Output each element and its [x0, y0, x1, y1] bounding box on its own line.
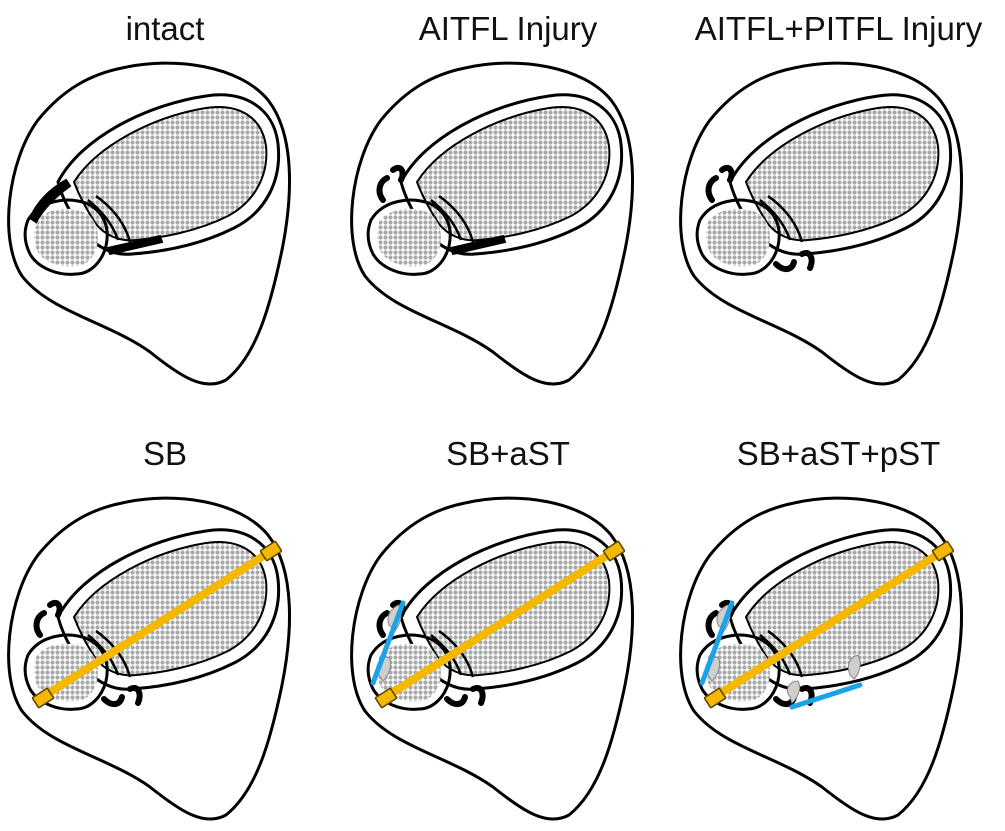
torn-aitfl-tibial-end — [50, 603, 60, 615]
panel-intact: intact — [0, 0, 330, 410]
fibula-bone — [377, 209, 441, 267]
ankle-cross-section-sb-ast — [343, 485, 673, 825]
panel-title: AITFL+PITFL Injury — [672, 10, 1005, 48]
panel-sb-ast: SB+aST — [343, 425, 673, 831]
ankle-cross-section-sb — [0, 485, 330, 825]
torn-aitfl-fibular-end — [380, 178, 387, 200]
torn-pitfl-tibial-end — [130, 688, 140, 703]
panel-title: intact — [0, 10, 330, 48]
panel-sb: SB — [0, 425, 330, 831]
ankle-cross-section-intact — [0, 50, 330, 390]
torn-aitfl-tibial-end — [393, 168, 403, 180]
ankle-cross-section-aitfl-injury — [343, 50, 673, 390]
fibula-bone — [34, 209, 98, 267]
panel-aitfl-pitfl-injury: AITFL+PITFL Injury — [672, 0, 1005, 410]
posterior-anchor-fibular — [788, 681, 800, 703]
panel-title: AITFL Injury — [343, 10, 673, 48]
panel-aitfl-injury: AITFL Injury — [343, 0, 673, 410]
ankle-cross-section-aitfl-pitfl-injury — [672, 50, 1002, 390]
torn-pitfl-fibular-end — [104, 697, 122, 704]
panel-title: SB — [0, 435, 330, 473]
torn-pitfl-tibial-end — [473, 688, 483, 703]
fibula-bone — [706, 209, 770, 267]
panel-sb-ast-pst: SB+aST+pST — [672, 425, 1005, 831]
torn-aitfl-fibular-end — [709, 613, 716, 635]
torn-aitfl-fibular-end — [380, 613, 387, 635]
panel-title: SB+aST — [343, 435, 673, 473]
torn-aitfl-fibular-end — [37, 613, 44, 635]
torn-pitfl-tibial-end — [802, 253, 812, 268]
torn-pitfl-fibular-end — [776, 262, 794, 269]
torn-aitfl-fibular-end — [709, 178, 716, 200]
panel-title: SB+aST+pST — [672, 435, 1005, 473]
ankle-cross-section-sb-ast-pst — [672, 485, 1002, 825]
torn-pitfl-fibular-end — [447, 697, 465, 704]
torn-aitfl-tibial-end — [722, 168, 732, 180]
